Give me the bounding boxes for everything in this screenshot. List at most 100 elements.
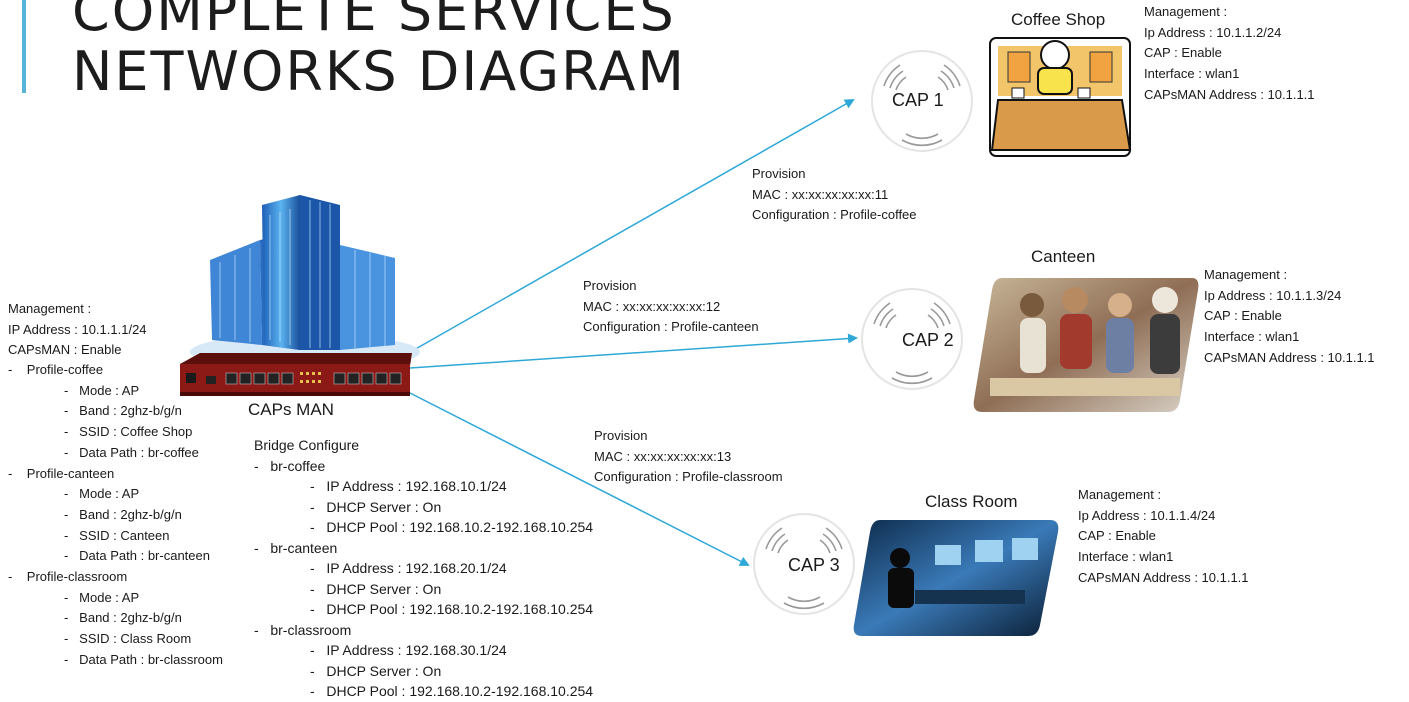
cap2-management: Management : Ip Address : 10.1.1.3/24 CA… (1204, 265, 1375, 369)
text-line: CAP : Enable (1078, 528, 1156, 544)
cap2-wifi-icon (861, 288, 963, 390)
text-line: Configuration : Profile-canteen (583, 319, 759, 335)
text-line: Ip Address : 10.1.1.3/24 (1204, 287, 1342, 303)
bridge-name: br-canteen (270, 539, 338, 556)
bridge-heading: Bridge Configure (254, 437, 360, 453)
provision-cap3: Provision MAC : xx:xx:xx:xx:xx:13 Config… (594, 426, 783, 488)
page-title: COMPLETE SERVICES NETWORKS DIAGRAM (72, 0, 686, 102)
text-line: CAPsMAN : Enable (8, 342, 122, 358)
bridge-item-text: DHCP Server : On (326, 662, 442, 679)
text-line: Interface : wlan1 (1144, 66, 1240, 82)
profile-item-text: Mode : AP (79, 589, 140, 605)
profile-item-text: Data Path : br-coffee (79, 444, 199, 460)
profile-item: - Data Path : br-coffee (64, 444, 199, 460)
text-line: CAPsMAN Address : 10.1.1.1 (1078, 569, 1249, 585)
profile-item-text: Mode : AP (79, 486, 140, 502)
bridge-item-text: DHCP Pool : 192.168.10.2-192.168.10.254 (326, 519, 594, 535)
profile-item-text: Band : 2ghz-b/g/n (79, 610, 182, 626)
text-line: Ip Address : 10.1.1.4/24 (1078, 507, 1216, 523)
text-line: Provision (752, 166, 806, 181)
text-line: Interface : wlan1 (1204, 329, 1300, 345)
text-line: CAP : Enable (1144, 45, 1222, 61)
text-line: MAC : xx:xx:xx:xx:xx:11 (752, 186, 889, 202)
profile-item: - SSID : Class Room (64, 631, 192, 647)
bridge-item: - IP Address : 192.168.30.1/24 (310, 642, 507, 658)
profile-item: - Band : 2ghz-b/g/n (64, 610, 182, 626)
text-line: Interface : wlan1 (1078, 549, 1174, 565)
text-line: Management : (1204, 267, 1288, 282)
profile-list: - Profile-coffee - Mode : AP - Band : 2g… (8, 360, 223, 671)
bridge-item: - DHCP Server : On (310, 498, 442, 515)
bridge-item: - IP Address : 192.168.20.1/24 (310, 560, 507, 576)
text-line: Provision (583, 278, 637, 293)
profile-classroom: - Profile-classroom (8, 569, 128, 585)
bridge-item-text: DHCP Server : On (326, 580, 442, 597)
profile-item-text: Band : 2ghz-b/g/n (79, 403, 182, 419)
cap1-label: CAP 1 (892, 90, 944, 110)
text-line: MAC : xx:xx:xx:xx:xx:12 (583, 298, 721, 314)
bridge-name: br-classroom (270, 621, 352, 638)
profile-item-text: Band : 2ghz-b/g/n (79, 506, 182, 522)
profile-item-text: SSID : Canteen (79, 527, 170, 543)
cap1-management: Management : Ip Address : 10.1.1.2/24 CA… (1144, 2, 1315, 106)
title-line-2: NETWORKS DIAGRAM (72, 40, 686, 103)
profile-item-text: SSID : Class Room (79, 631, 192, 647)
text-line: Management : (1078, 487, 1162, 502)
cap3-wifi-icon (753, 513, 855, 615)
bridge-configure: Bridge Configure - br-coffee - IP Addres… (254, 435, 593, 702)
link-cap1 (404, 99, 855, 356)
text-line: Provision (594, 428, 648, 443)
bridge-item: - DHCP Pool : 192.168.10.2-192.168.10.25… (310, 519, 594, 535)
text-line: IP Address : 10.1.1.1/24 (8, 321, 147, 337)
profile-item: - Data Path : br-classroom (64, 651, 223, 667)
bridge-name: br-coffee (270, 457, 326, 474)
profile-item: - SSID : Canteen (64, 527, 170, 543)
text-line: CAPsMAN Address : 10.1.1.1 (1144, 86, 1315, 102)
bridge-item: - DHCP Pool : 192.168.10.2-192.168.10.25… (310, 601, 594, 617)
text-line: CAP : Enable (1204, 308, 1282, 324)
link-cap3 (407, 391, 750, 566)
profile-item-text: Data Path : br-classroom (79, 651, 223, 667)
text-line: CAPsMAN Address : 10.1.1.1 (1204, 349, 1375, 365)
classroom-photo (853, 520, 1059, 636)
site-canteen: Canteen (1031, 247, 1096, 266)
profile-item: - Mode : AP (64, 382, 140, 398)
bridge-item: - IP Address : 192.168.10.1/24 (310, 478, 507, 494)
site-coffee-shop: Coffee Shop (1011, 10, 1106, 29)
profile-item: - Mode : AP (64, 486, 140, 502)
bridge-item-text: DHCP Pool : 192.168.10.2-192.168.10.254 (326, 683, 594, 699)
text-line: Configuration : Profile-coffee (752, 207, 917, 223)
bridge-item-text: DHCP Server : On (326, 498, 442, 515)
capsman-label: CAPs MAN (248, 400, 334, 419)
router-icon (180, 353, 412, 396)
bridge-item-text: DHCP Pool : 192.168.10.2-192.168.10.254 (326, 601, 594, 617)
provision-cap2: Provision MAC : xx:xx:xx:xx:xx:12 Config… (583, 276, 759, 338)
profile-name: Profile-classroom (26, 569, 128, 585)
text-line: Management : (8, 301, 92, 316)
capsman-management: Management : IP Address : 10.1.1.1/24 CA… (8, 299, 147, 361)
profile-item-text: Mode : AP (79, 382, 140, 398)
cap3-management: Management : Ip Address : 10.1.1.4/24 CA… (1078, 485, 1249, 589)
title-accent-bar (22, 0, 26, 93)
bridge-br-coffee: - br-coffee (254, 457, 326, 474)
bridge-br-classroom: - br-classroom (254, 621, 352, 638)
profile-item: - Band : 2ghz-b/g/n (64, 506, 182, 522)
text-line: Configuration : Profile-classroom (594, 469, 783, 485)
bridge-item: - DHCP Pool : 192.168.10.2-192.168.10.25… (310, 683, 594, 699)
bridge-item-text: IP Address : 192.168.30.1/24 (326, 642, 507, 658)
profile-item-text: SSID : Coffee Shop (79, 424, 193, 440)
profile-item: - Band : 2ghz-b/g/n (64, 403, 182, 419)
profile-coffee: - Profile-coffee (8, 362, 104, 377)
bridge-item: - DHCP Server : On (310, 662, 442, 679)
profile-item: - Data Path : br-canteen (64, 548, 210, 564)
building-icon (190, 195, 420, 370)
site-class-room: Class Room (925, 492, 1018, 511)
profile-canteen: - Profile-canteen (8, 465, 115, 481)
profile-name: Profile-canteen (26, 465, 115, 481)
bridge-item-text: IP Address : 192.168.20.1/24 (326, 560, 507, 576)
profile-name: Profile-coffee (26, 362, 104, 377)
cap2-label: CAP 2 (902, 330, 954, 350)
profile-item: - Mode : AP (64, 589, 140, 605)
coffee-shop-illustration (989, 37, 1132, 157)
